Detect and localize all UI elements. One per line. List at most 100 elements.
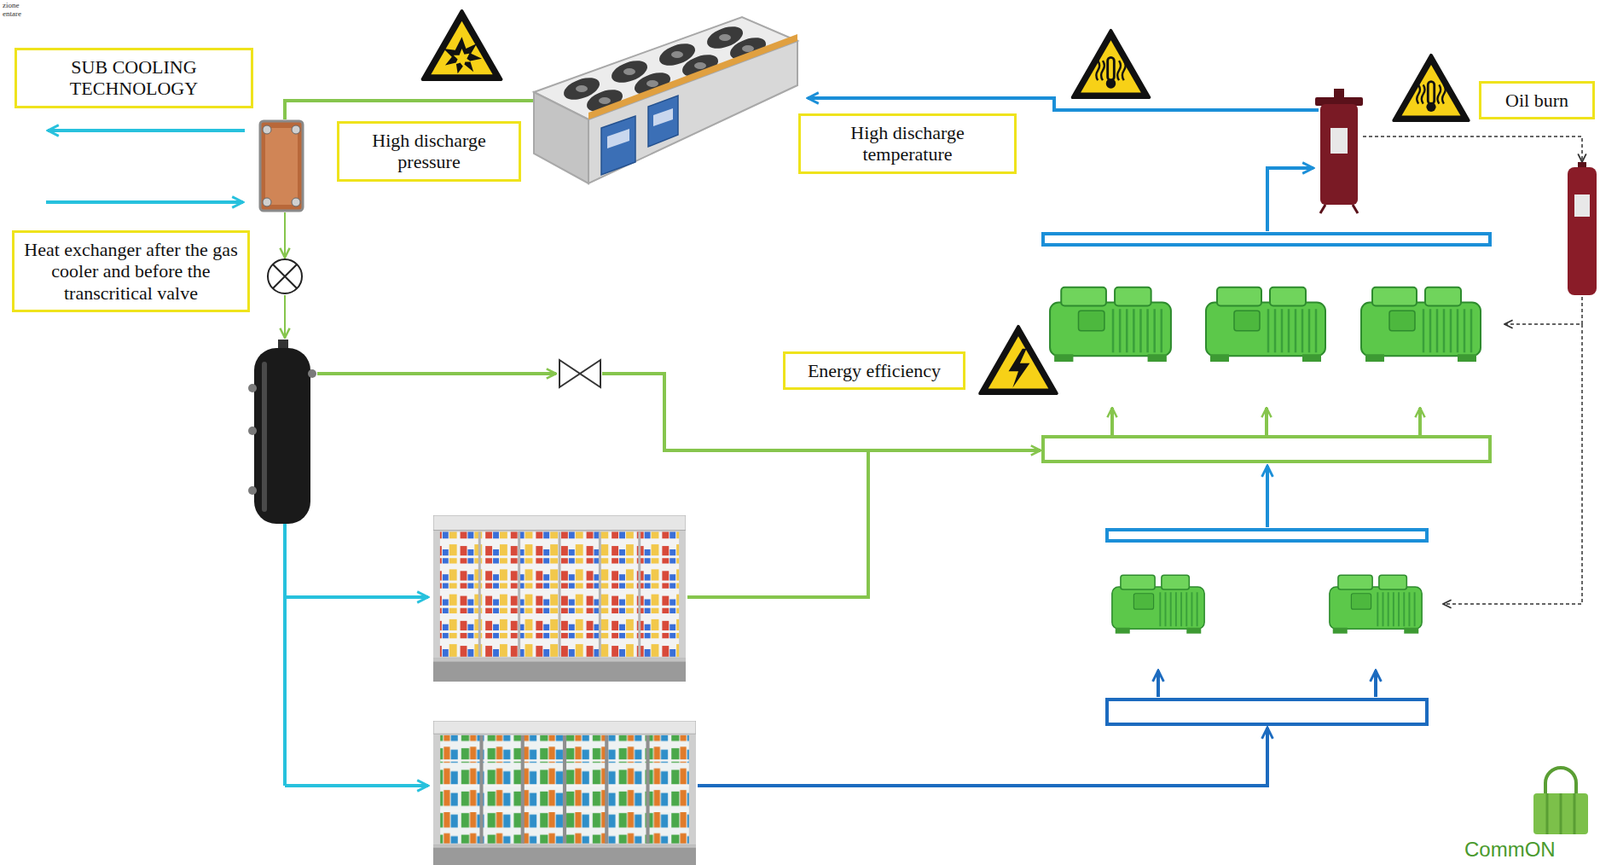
discharge-pipe xyxy=(807,98,1319,111)
lt-display-cabinet xyxy=(433,720,696,865)
oil-reservoir xyxy=(1567,162,1597,296)
mt-display-cabinet xyxy=(433,515,686,682)
oil-line xyxy=(1504,296,1583,325)
fan-hub xyxy=(671,51,684,58)
expansion-valve-symbol xyxy=(267,259,302,294)
mt-suction-header xyxy=(1043,436,1490,462)
oil-line xyxy=(1362,136,1583,163)
callout-box: Heat exchanger after the gas cooler and … xyxy=(11,230,250,313)
callout-box: SUB COOLING TECHNOLOGY xyxy=(14,47,254,109)
panel-display xyxy=(607,128,630,149)
fan-hub xyxy=(623,68,636,76)
fan-hubs xyxy=(575,34,754,105)
callout-text: High discharge temperature xyxy=(809,121,1006,166)
explosion-warning xyxy=(423,11,502,80)
piping xyxy=(46,98,1583,786)
lt-suction-pipe xyxy=(697,727,1268,786)
receiver-highlight xyxy=(261,361,267,512)
heat-warning xyxy=(1393,55,1469,121)
port xyxy=(291,125,301,134)
lt-discharge-pipe xyxy=(1265,465,1270,528)
fan-hub xyxy=(694,62,707,70)
fan-hub xyxy=(718,34,731,41)
valve-cross xyxy=(272,264,297,289)
callout-text: High discharge pressure xyxy=(347,129,511,174)
callout-text: SUB COOLING TECHNOLOGY xyxy=(25,56,243,100)
gas-cooler-strip xyxy=(588,34,798,120)
gas-valve-symbol xyxy=(559,359,601,388)
oil-line xyxy=(1443,324,1583,604)
lt-compressor xyxy=(1329,574,1422,634)
logo-fragment: entare xyxy=(2,10,22,18)
water-out-arrow xyxy=(47,128,245,133)
fan-hub xyxy=(575,85,588,93)
liquid-line xyxy=(283,523,287,786)
logo-fragment: zione xyxy=(2,1,20,10)
callout-box: Oil burn xyxy=(1478,81,1595,120)
mt-suction-pipe xyxy=(687,450,869,598)
fan-hub xyxy=(646,80,659,87)
logo-icon xyxy=(1533,767,1589,835)
lt-suction-arrow xyxy=(1156,670,1160,697)
plate-face xyxy=(265,127,298,205)
mt-suction-arrow xyxy=(1264,407,1269,435)
gas-pipe xyxy=(284,100,534,120)
plate-body xyxy=(260,121,303,211)
port xyxy=(248,383,257,393)
mt-compressor xyxy=(1205,287,1326,362)
electric-warning xyxy=(979,326,1057,394)
port xyxy=(291,197,301,207)
callout-text: Heat exchanger after the gas cooler and … xyxy=(23,238,239,304)
lt-suction-header xyxy=(1107,699,1427,725)
legs xyxy=(1320,204,1358,214)
fan-hub xyxy=(598,97,611,105)
callout-box: High discharge temperature xyxy=(798,113,1017,174)
discharge-pipe xyxy=(1267,168,1314,232)
panel-display xyxy=(653,108,673,127)
lt-compressor xyxy=(1112,574,1205,634)
mt-suction-arrow xyxy=(1110,407,1114,435)
water-in-arrow xyxy=(46,200,244,204)
port xyxy=(262,125,272,134)
port xyxy=(307,369,317,378)
port xyxy=(248,426,257,435)
sticker xyxy=(1574,194,1590,217)
sticker xyxy=(1330,127,1348,154)
flash-gas-pipe xyxy=(317,371,557,376)
valve-circle xyxy=(267,259,302,294)
mt-compressor xyxy=(1049,287,1172,362)
plate-heat-exchanger xyxy=(260,121,303,211)
reservoir-body xyxy=(1567,167,1597,296)
logo-text: CommON xyxy=(1464,839,1556,860)
control-panel xyxy=(648,95,679,147)
heat-warning xyxy=(1072,30,1150,98)
logo-ground xyxy=(0,0,103,21)
fan-hub xyxy=(742,45,754,53)
liquid-pipe xyxy=(284,212,286,258)
port xyxy=(262,197,272,207)
callout-text: Energy efficiency xyxy=(794,359,955,382)
liquid-line xyxy=(284,783,429,788)
callout-text: Oil burn xyxy=(1489,89,1584,111)
mt-compressor xyxy=(1361,287,1481,362)
callout-box: Energy efficiency xyxy=(782,351,966,390)
bag-handle xyxy=(1545,767,1577,795)
separator-body xyxy=(1320,104,1358,205)
gas-cooler xyxy=(533,17,798,184)
mt-discharge-header xyxy=(1043,233,1490,245)
liquid-line xyxy=(284,595,429,599)
bag-body xyxy=(1533,793,1589,835)
liquid-receiver xyxy=(248,339,317,524)
mt-suction-arrow xyxy=(1418,407,1422,435)
receiver-body xyxy=(254,347,311,524)
port xyxy=(248,486,257,495)
control-panel xyxy=(601,115,636,175)
oil-separator xyxy=(1315,88,1363,214)
gas-cooler-front xyxy=(588,40,798,184)
liquid-pipe xyxy=(284,295,286,338)
bag-stripes xyxy=(1547,793,1575,835)
gas-cooler-side xyxy=(533,92,589,184)
lt-suction-arrow xyxy=(1373,670,1378,697)
lt-discharge-header xyxy=(1107,529,1427,541)
